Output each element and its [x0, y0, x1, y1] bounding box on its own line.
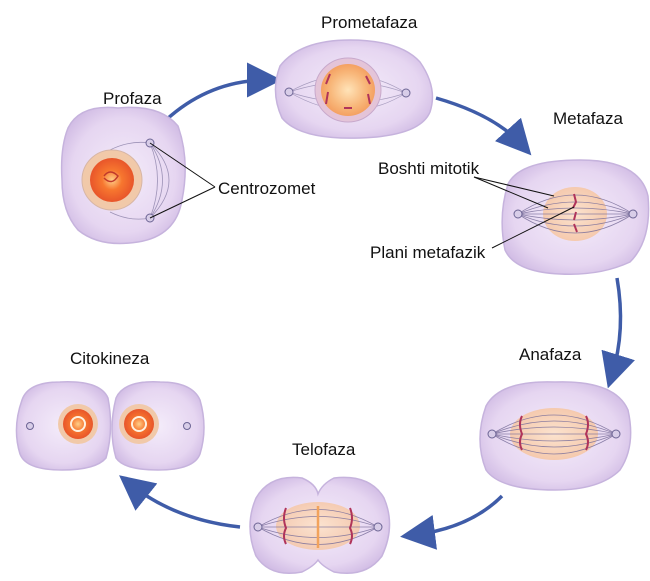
prometaphase-cell [275, 40, 432, 138]
label-centrosomes: Centrozomet [218, 179, 316, 198]
label-metaphase-plate: Plani metafazik [370, 243, 486, 262]
arrow-telophase-to-cytokinesis [130, 484, 240, 527]
label-prometaphase: Prometafaza [321, 13, 418, 32]
arrow-prophase-to-prometaphase [166, 80, 268, 120]
label-spindle: Boshti mitotik [378, 159, 480, 178]
arrow-prometaphase-to-metaphase [436, 98, 522, 145]
telophase-cell [250, 477, 390, 573]
arrow-anaphase-to-telophase [414, 496, 502, 535]
label-prophase: Profaza [103, 89, 162, 108]
label-metaphase: Metafaza [553, 109, 623, 128]
arrow-metaphase-to-anaphase [612, 278, 621, 375]
label-cytokinesis: Citokineza [70, 349, 150, 368]
label-anaphase: Anafaza [519, 345, 582, 364]
cytokinesis-cells [16, 382, 204, 470]
metaphase-cell [502, 160, 648, 274]
prophase-cell [62, 107, 186, 243]
anaphase-cell [480, 382, 631, 490]
label-telophase: Telofaza [292, 440, 356, 459]
